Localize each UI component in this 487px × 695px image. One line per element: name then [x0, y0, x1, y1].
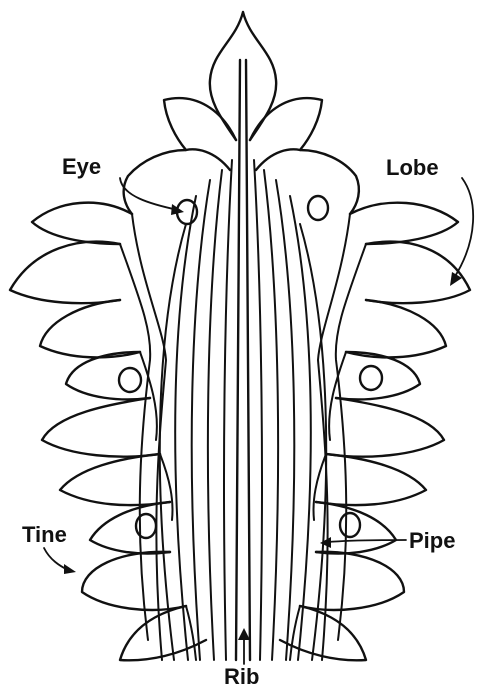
left-lobe-4 [66, 352, 150, 399]
left-lobe-8 [82, 552, 186, 610]
left-lobe-2 [10, 242, 120, 304]
left-lobe-3 [40, 300, 140, 357]
eye-hole-middle-right [360, 366, 382, 390]
eye-hole-middle-left [119, 368, 141, 392]
left-lobe-7 [90, 502, 170, 554]
label-pipe: Pipe [409, 530, 455, 552]
right-lobe-3 [346, 300, 446, 357]
rib-arrowhead [238, 628, 250, 640]
right-lobe-8 [300, 552, 404, 610]
upper-lobe-right [250, 98, 322, 170]
pipe-arrowhead [320, 537, 331, 548]
central-rib [236, 60, 250, 660]
right-lobe-6 [316, 454, 426, 505]
right-lobe-1 [350, 203, 458, 244]
label-tine: Tine [22, 524, 67, 546]
label-rib: Rib [224, 666, 259, 688]
leaf-tip [210, 12, 276, 140]
lobe-arrow [454, 178, 473, 278]
eye-hole-upper-right [308, 196, 328, 220]
eye-hole-lower-right [340, 513, 360, 537]
eye-arrow [120, 178, 178, 210]
tine-arrowhead [64, 564, 76, 574]
right-pipes [254, 160, 366, 660]
left-lobe-1 [32, 203, 132, 244]
label-lobe: Lobe [386, 157, 439, 179]
upper-lobe-left [164, 98, 236, 170]
right-lobe-4 [336, 352, 420, 399]
left-pipes [120, 160, 232, 660]
label-eye: Eye [62, 156, 101, 178]
left-lobe-6 [60, 454, 170, 505]
right-lobe-2 [366, 242, 470, 304]
